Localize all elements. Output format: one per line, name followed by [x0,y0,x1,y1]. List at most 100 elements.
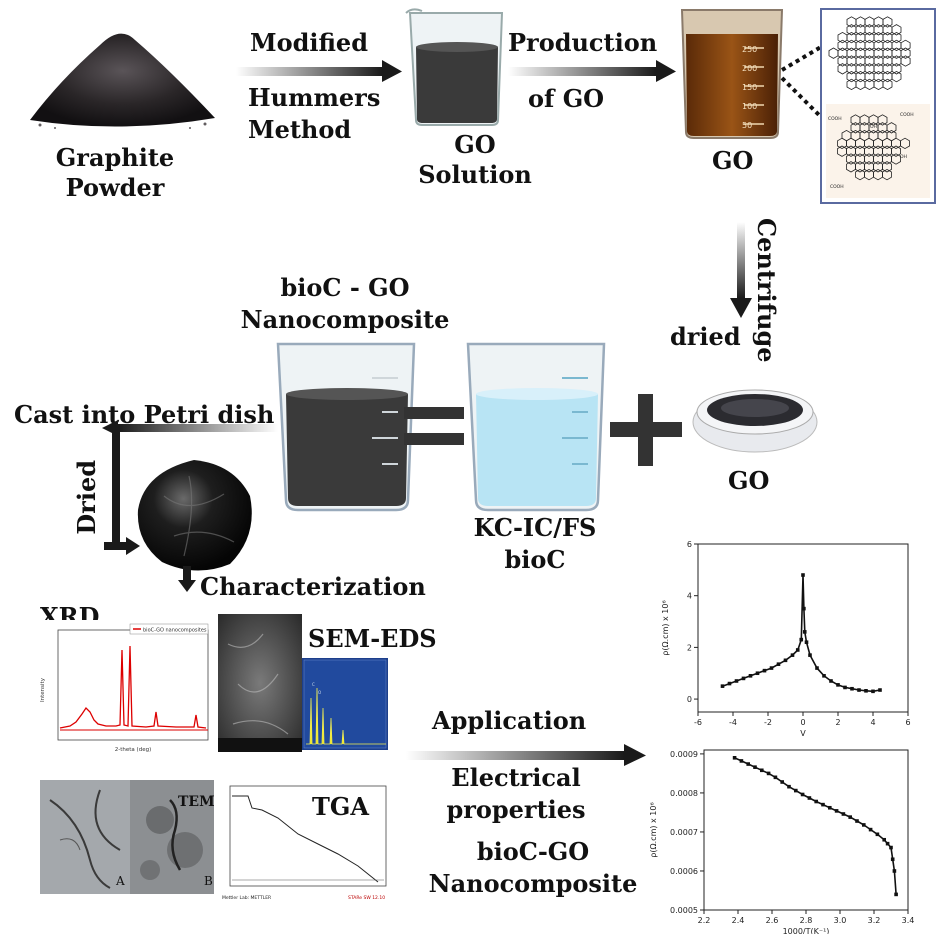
data-point [783,658,788,663]
go-petri-dish [692,389,818,453]
tem-image-a [40,780,130,894]
x-tick-label: 2 [835,718,840,727]
x-tick-label: 6 [905,718,910,727]
characterization-label: Characterization [200,572,426,601]
data-point [799,637,804,642]
plot-frame [703,749,909,911]
data-point [755,671,760,676]
tga-footer-right: STARe SW 12.10 [348,895,385,901]
dried-arrow [104,537,140,555]
y-tick-label: 0.0009 [670,750,698,759]
sem-eds-label: SEM-EDS [308,624,437,653]
application-label: Application [432,706,587,735]
data-point [807,796,812,800]
data-point [753,765,757,769]
tga-label: TGA [312,792,369,821]
tem-image-b [130,780,214,894]
y-tick-label: 2 [687,643,692,652]
data-line [734,757,897,895]
go-solution-beaker [405,8,504,126]
data-point [843,685,847,690]
svg-text:O: O [318,690,321,695]
centrifuge-label: Centrifuge [752,218,781,363]
tem-b-label: B [204,874,213,888]
data-point [814,799,818,804]
y-tick-label: 0.0008 [670,789,698,798]
go-beaker-tick: 250 [742,45,758,54]
data-point [829,679,833,683]
go-beaker-tick: 200 [742,64,758,73]
xrd-legend-text: bioC-GO nanocomposites [143,628,207,634]
graphite-powder-image [30,33,215,129]
x-tick-label: 3.4 [902,916,915,925]
data-point [892,869,897,873]
data-point [878,688,882,692]
data-point [766,771,771,776]
data-point [828,805,832,810]
x-tick-label: -6 [694,718,702,727]
x-axis-label: V [800,729,806,738]
x-axis-label: 1000/T(K⁻¹) [783,927,830,934]
data-point [776,662,781,666]
data-point [780,780,784,784]
data-point [732,756,737,760]
x-tick-label: 2.2 [698,916,711,925]
data-point [748,674,753,678]
kc-ic-fs-beaker [466,342,606,512]
data-point [802,630,807,634]
go-beaker-ticks: 250 200 150 100 50 [742,40,757,135]
data-point [804,640,809,645]
go-dish-label: GO [728,466,770,495]
production-arrow [508,60,676,82]
data-point [769,666,774,670]
data-point [794,788,798,793]
data-line [722,574,881,693]
y-axis-label: ρ(Ω.cm) x 10⁶ [649,802,658,857]
data-point [894,892,898,897]
data-point [862,823,866,827]
production-label: Production [508,28,658,57]
svg-text:OH: OH [900,154,907,160]
tem-label: TEM [178,794,215,810]
data-point [834,809,839,813]
tga-curve: Mettler Lab: METTLER STARe SW 12.10 [218,778,390,902]
of-go-label: of GO [528,84,605,113]
data-point [815,666,819,670]
go-beaker-tick: 150 [742,83,758,92]
data-point [841,812,846,816]
x-tick-label: -2 [764,718,772,727]
x-tick-label: 0 [800,718,805,727]
data-point [889,845,893,850]
data-point [885,841,890,846]
go-beaker-tick: 50 [742,121,753,130]
data-point [836,683,840,687]
data-point [760,768,764,773]
x-tick-label: 3.2 [868,916,881,925]
y-tick-label: 0.0007 [670,828,698,837]
data-point [739,759,744,763]
svg-text:C: C [312,682,315,687]
data-point [857,688,861,692]
svg-text:OH: OH [870,124,877,130]
nanocomposite-beaker [276,342,416,512]
data-point [741,676,746,681]
dried-vertical-label: Dried [72,460,101,535]
y-tick-label: 0.0005 [670,906,698,915]
data-point [720,684,725,688]
data-point [875,832,880,837]
data-point [822,674,826,678]
data-point [762,668,767,673]
modified-hummers-arrow [236,60,402,82]
data-point [773,775,778,780]
data-point [734,679,739,683]
eds-spectrum: CO [302,658,388,750]
y-tick-label: 4 [687,592,692,601]
